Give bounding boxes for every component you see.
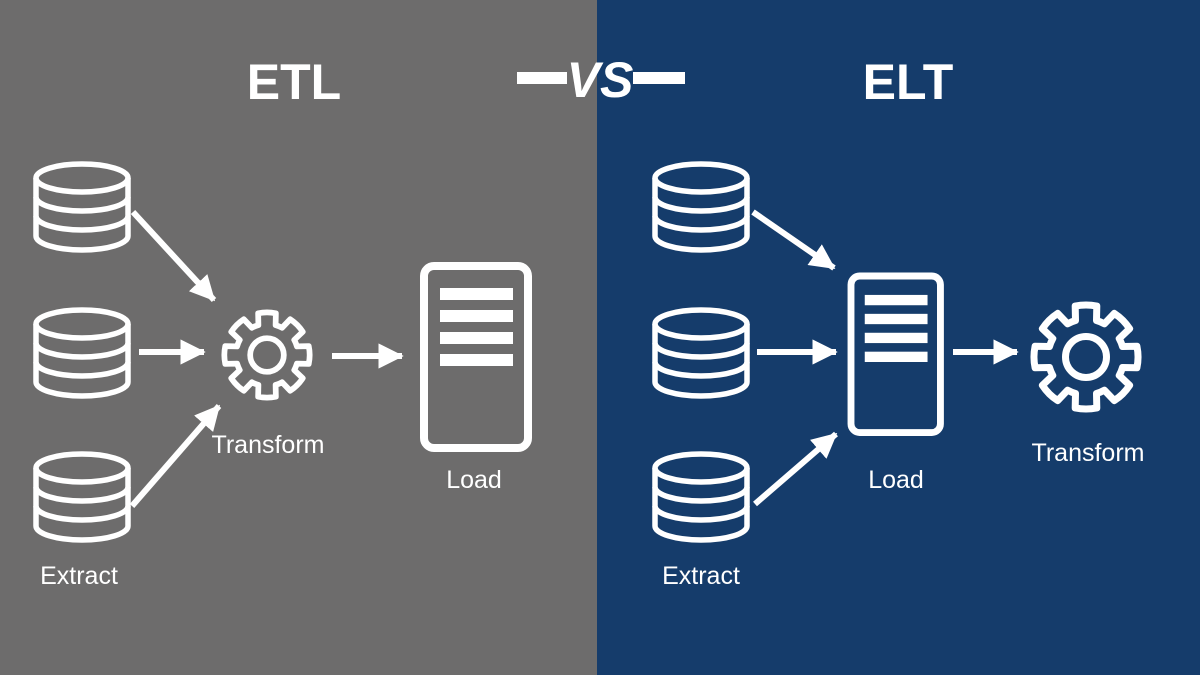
elt-title: ELT: [863, 54, 954, 110]
dash-icon: [517, 72, 567, 84]
etl-diagram: Extract Transform Load: [36, 164, 528, 590]
extract-label: Extract: [40, 562, 118, 590]
etl-title: ETL: [247, 54, 341, 110]
load-label: Load: [868, 466, 924, 494]
vs-label: VS: [567, 52, 634, 108]
dash-icon: [633, 72, 685, 84]
arrow-icon: [130, 209, 217, 303]
elt-diagram: Extract Load Transform: [655, 164, 1144, 590]
extract-label: Extract: [662, 562, 740, 590]
transform-label: Transform: [1032, 439, 1145, 467]
arrow-icon: [751, 209, 836, 271]
load-label: Load: [446, 466, 502, 494]
arrow-icon: [753, 431, 838, 507]
transform-label: Transform: [212, 431, 325, 459]
arrow-icon: [129, 404, 222, 508]
